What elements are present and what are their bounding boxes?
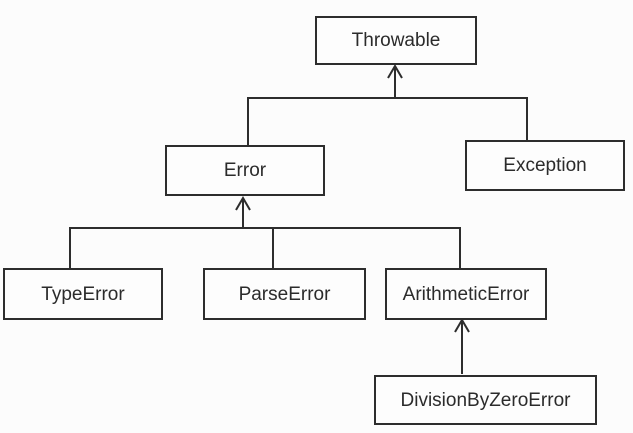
node-error-label: Error — [223, 160, 267, 181]
node-exception: Exception — [465, 140, 625, 191]
arrowhead-to-arithmetic-error — [454, 318, 470, 333]
node-type-error: TypeError — [3, 268, 163, 320]
node-error: Error — [165, 145, 325, 196]
edge-group-error-children — [69, 196, 461, 269]
arrowhead-to-throwable — [387, 64, 403, 79]
node-division-by-zero-error-label: DivisionByZeroError — [400, 389, 571, 411]
node-parse-error-label: ParseError — [238, 283, 331, 305]
node-parse-error: ParseError — [203, 268, 366, 320]
arrowhead-to-error — [235, 196, 251, 211]
node-throwable-label: Throwable — [351, 30, 441, 51]
node-throwable: Throwable — [315, 16, 477, 65]
node-arithmetic-error: ArithmeticError — [385, 268, 547, 320]
node-arithmetic-error-label: ArithmeticError — [402, 283, 530, 305]
edge-group-throwable-children — [247, 64, 528, 146]
edge-group-division-by-zero — [454, 318, 470, 374]
node-division-by-zero-error: DivisionByZeroError — [374, 375, 597, 425]
node-exception-label: Exception — [503, 155, 587, 176]
node-type-error-label: TypeError — [41, 283, 125, 305]
